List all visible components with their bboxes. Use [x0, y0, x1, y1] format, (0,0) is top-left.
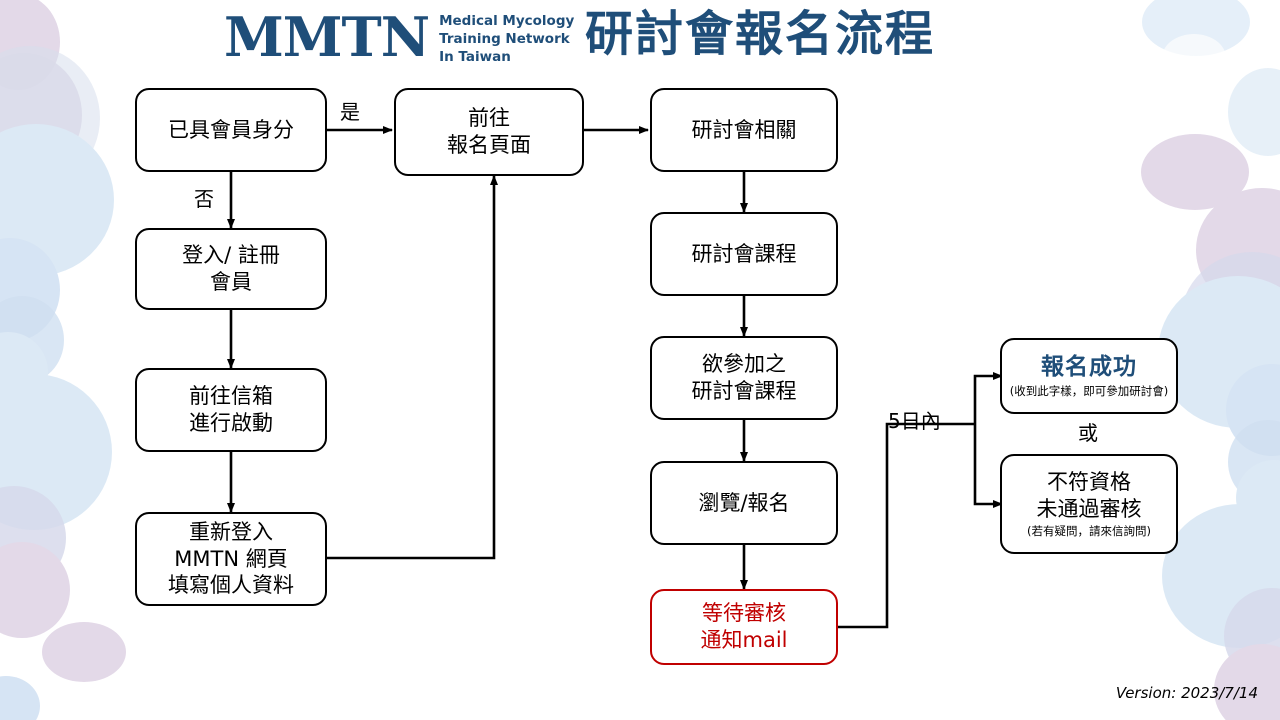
node-not-qualified-line-1: 不符資格: [1047, 470, 1131, 495]
node-signup-success-note: (收到此字樣，即可參加研討會): [1009, 383, 1169, 398]
logo-subtitle: Medical Mycology Training Network In Tai…: [439, 8, 574, 67]
edge-label-or: 或: [1078, 421, 1098, 445]
node-seminar-course[interactable]: 研討會課程: [650, 212, 838, 296]
node-mailbox-activate-line-1: 前往信箱: [189, 384, 273, 409]
edge-label-yes: 是: [340, 100, 360, 124]
node-desired-course-line-1: 欲參加之: [702, 352, 786, 377]
node-signup-success-title: 報名成功: [1041, 354, 1137, 381]
node-relogin-profile[interactable]: 重新登入 MMTN 網頁 填寫個人資料: [135, 512, 327, 606]
logo-subtitle-line-2: Training Network: [439, 31, 570, 48]
node-login-register-line-1: 登入/ 註冊: [182, 243, 280, 268]
node-member-check[interactable]: 已具會員身分: [135, 88, 327, 172]
node-await-review[interactable]: 等待審核 通知mail: [650, 589, 838, 665]
edge-await-to-junction: [838, 422, 975, 629]
node-relogin-profile-line-2: MMTN 網頁: [174, 546, 288, 571]
version-label: Version: 2023/7/14: [1115, 684, 1258, 702]
page-title: 研討會報名流程: [585, 6, 936, 62]
node-mailbox-activate-line-2: 進行啟動: [189, 411, 273, 435]
node-go-signup-page-line-2: 報名頁面: [447, 133, 531, 157]
edge-label-no: 否: [194, 187, 214, 211]
node-seminar-related[interactable]: 研討會相關: [650, 88, 838, 172]
node-await-review-line-2: 通知mail: [700, 628, 788, 652]
node-login-register-line-2: 會員: [210, 270, 252, 294]
logo-subtitle-line-3: In Taiwan: [439, 49, 511, 66]
node-mailbox-activate[interactable]: 前往信箱 進行啟動: [135, 368, 327, 452]
node-browse-signup-line-1: 瀏覽/報名: [698, 490, 790, 515]
node-go-signup-page-line-1: 前往: [468, 106, 510, 131]
node-seminar-course-line-1: 研討會課程: [691, 241, 797, 266]
edge-junction-to-rejected: [973, 424, 1003, 508]
node-relogin-profile-line-1: 重新登入: [189, 519, 273, 544]
edge-relogin-to-signup: [327, 175, 498, 560]
edge-junction-to-success: [973, 372, 1003, 424]
node-login-register[interactable]: 登入/ 註冊 會員: [135, 228, 327, 310]
node-desired-course-line-2: 研討會課程: [691, 379, 797, 403]
edge-label-within-5-days: 5日內: [888, 409, 941, 433]
node-go-signup-page[interactable]: 前往 報名頁面: [394, 88, 584, 176]
node-not-qualified-line-2: 未通過審核: [1036, 497, 1142, 522]
node-signup-success[interactable]: 報名成功 (收到此字樣，即可參加研討會): [1000, 338, 1178, 414]
logo-subtitle-line-1: Medical Mycology: [439, 13, 575, 29]
node-desired-course[interactable]: 欲參加之 研討會課程: [650, 336, 838, 420]
node-not-qualified-note: (若有疑問，請來信詢問): [1027, 523, 1151, 538]
node-await-review-line-1: 等待審核: [702, 601, 786, 626]
node-relogin-profile-line-3: 填寫個人資料: [168, 573, 294, 598]
node-not-qualified[interactable]: 不符資格 未通過審核 (若有疑問，請來信詢問): [1000, 454, 1178, 554]
node-seminar-related-line-1: 研討會相關: [691, 117, 797, 142]
logo-wordmark: MMTN: [224, 5, 430, 70]
slide-header: MMTN Medical Mycology Training Network I…: [0, 0, 1280, 78]
node-browse-signup[interactable]: 瀏覽/報名: [650, 461, 838, 545]
node-member-check-line-1: 已具會員身分: [168, 117, 294, 142]
mmtn-logo: MMTN Medical Mycology Training Network I…: [224, 8, 574, 67]
